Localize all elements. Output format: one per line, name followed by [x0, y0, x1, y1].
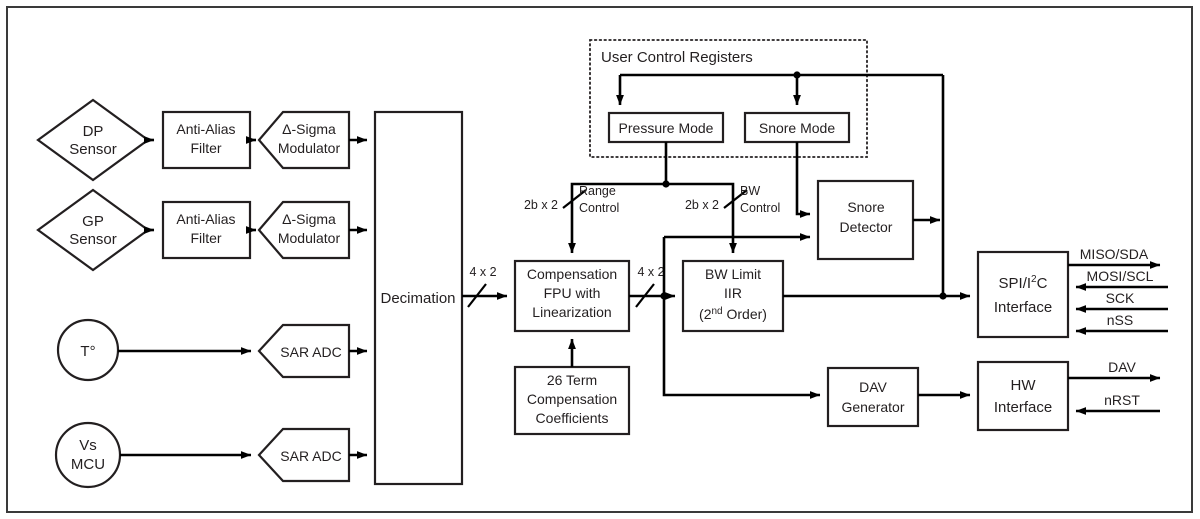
anti-alias-filter-bottom-label-1: Anti-Alias: [176, 211, 235, 227]
temperature-sensor-label: T°: [80, 343, 95, 360]
spi-i2c-label-pre: SPI/I: [999, 275, 1032, 292]
compensation-fpu-shape: [513, 259, 631, 333]
decimation-shape: [373, 110, 464, 486]
spi-i2c-label-sup: 2: [1031, 274, 1037, 285]
delta-sigma-modulator-top-label-1: Δ-Sigma: [282, 121, 336, 137]
sar-adc-bottom-shape: [257, 427, 351, 483]
hw-interface-shape: [976, 360, 1070, 432]
wire-label-bw-control-2: Control: [740, 201, 780, 215]
delta-sigma-modulator-top-shape: [257, 110, 351, 170]
bus-label-bw-width: 2b x 2: [685, 198, 719, 212]
bw-limit-iir-label-2: IIR: [724, 285, 742, 301]
compensation-fpu-label-2: FPU with: [544, 285, 601, 301]
snore-detector-shape: [816, 179, 915, 261]
sar-adc-top-label: SAR ADC: [280, 344, 341, 360]
delta-sigma-modulator-bottom-label-2: Modulator: [278, 230, 341, 246]
bus-slash-decimation-out: [467, 283, 487, 308]
anti-alias-filter-bottom-label-2: Filter: [190, 230, 221, 246]
compensation-coefficients-label-2: Compensation: [527, 391, 617, 407]
vs-mcu-label-2: MCU: [71, 456, 105, 473]
wire-label-range-control-1: Range: [579, 184, 616, 198]
group-user-control-registers-border: [589, 39, 868, 158]
wire-bw-control-to-bw-limit: [666, 182, 737, 254]
compensation-coefficients-shape: [513, 365, 631, 436]
pin-label-nss: nSS: [1107, 312, 1133, 328]
vs-mcu-shape: [54, 421, 122, 489]
pressure-mode-label: Pressure Mode: [619, 120, 714, 136]
compensation-coefficients-label-3: Coefficients: [536, 410, 609, 426]
anti-alias-filter-top-shape: [161, 110, 252, 170]
snore-detector-label-1: Snore: [847, 199, 885, 215]
pin-label-nrst: nRST: [1104, 392, 1140, 408]
bw-limit-iir-label-3-pre: (2: [699, 306, 712, 322]
sar-adc-top-shape: [257, 323, 351, 379]
bw-limit-iir-shape: [681, 259, 785, 333]
dav-generator-label-2: Generator: [841, 399, 904, 415]
pin-label-dav: DAV: [1108, 359, 1136, 375]
wire-label-range-control-2: Control: [579, 201, 619, 215]
bus-slash-range-control: [562, 189, 587, 209]
anti-alias-filter-top-label-1: Anti-Alias: [176, 121, 235, 137]
delta-sigma-modulator-bottom-shape: [257, 200, 351, 260]
bus-slash-fpu-out: [635, 283, 655, 308]
spi-i2c-interface-label-2: Interface: [994, 299, 1052, 316]
bus-label-fpu-out: 4 x 2: [637, 265, 664, 279]
compensation-fpu-label-3: Linearization: [532, 304, 611, 320]
delta-sigma-modulator-top-label-2: Modulator: [278, 140, 341, 156]
snore-mode-label: Snore Mode: [759, 120, 835, 136]
compensation-fpu-label-1: Compensation: [527, 266, 617, 282]
figure-border: [6, 6, 1193, 513]
gp-sensor-shape: [36, 188, 150, 272]
snore-detector-label-2: Detector: [840, 219, 893, 235]
wire-fpu-to-dav-generator: [662, 296, 821, 399]
wire-range-control-to-fpu: [568, 182, 666, 254]
bw-limit-iir-label-3-sup: nd: [711, 306, 722, 317]
bus-slash-bw-control: [723, 189, 748, 209]
anti-alias-filter-top-label-2: Filter: [190, 140, 221, 156]
pin-label-miso-sda: MISO/SDA: [1080, 246, 1149, 262]
spi-i2c-interface-shape: [976, 250, 1070, 339]
bw-limit-iir-label-3: (2nd Order): [699, 306, 767, 322]
wire-label-bw-control-1: BW: [740, 184, 760, 198]
pin-label-mosi-scl: MOSI/SCL: [1087, 268, 1154, 284]
spi-i2c-interface-label-1: SPI/I2C: [999, 274, 1048, 292]
wire-snore-mode-to-detector: [795, 142, 811, 218]
dav-generator-shape: [826, 366, 920, 428]
decimation-label: Decimation: [380, 290, 455, 307]
delta-sigma-modulator-bottom-label-1: Δ-Sigma: [282, 211, 336, 227]
dav-generator-label-1: DAV: [859, 379, 887, 395]
dp-sensor-label-2: Sensor: [69, 141, 117, 158]
hw-interface-label-1: HW: [1011, 377, 1037, 394]
bw-limit-iir-label-3-post: Order): [723, 306, 767, 322]
bus-label-range-width: 2b x 2: [524, 198, 558, 212]
dp-sensor-label-1: DP: [83, 123, 104, 140]
bus-label-decimation-out: 4 x 2: [469, 265, 496, 279]
group-user-control-registers-label: User Control Registers: [601, 49, 753, 66]
gp-sensor-label-1: GP: [82, 213, 104, 230]
spi-i2c-label-post: C: [1037, 275, 1048, 292]
bw-limit-iir-label-1: BW Limit: [705, 266, 761, 282]
hw-interface-label-2: Interface: [994, 399, 1052, 416]
vs-mcu-label-1: Vs: [79, 437, 97, 454]
pin-label-sck: SCK: [1106, 290, 1135, 306]
gp-sensor-label-2: Sensor: [69, 231, 117, 248]
dp-sensor-shape: [36, 98, 150, 182]
sar-adc-bottom-label: SAR ADC: [280, 448, 341, 464]
compensation-coefficients-label-1: 26 Term: [547, 372, 597, 388]
